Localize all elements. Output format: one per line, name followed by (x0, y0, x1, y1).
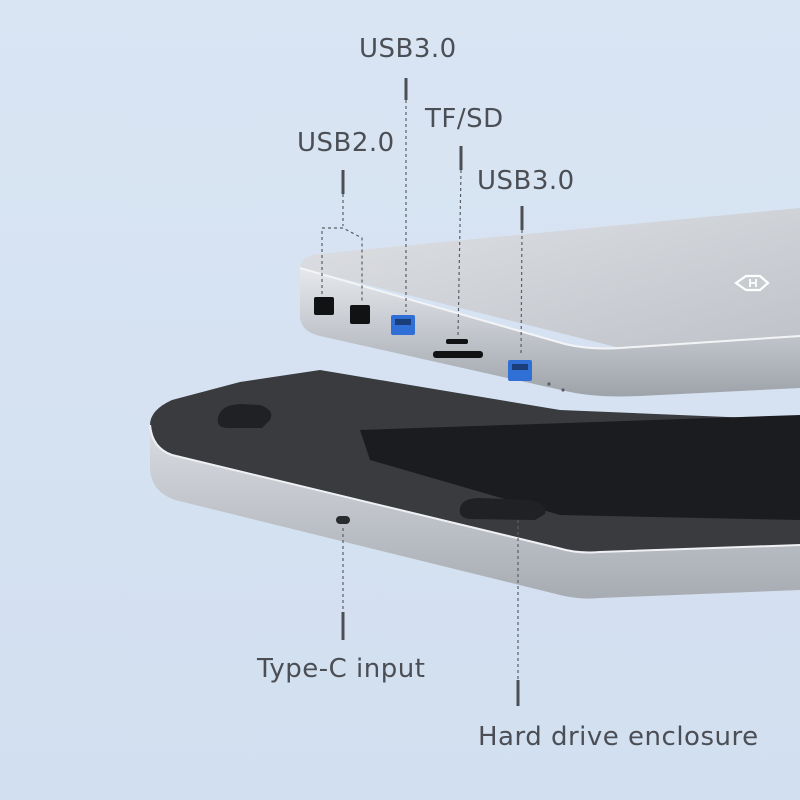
rubber-foot-right (459, 498, 546, 520)
usb3-port-2 (508, 360, 532, 381)
callout-lines (321, 78, 524, 706)
hub-unit (299, 208, 800, 397)
hub-edge-highlight (299, 267, 800, 350)
hub-front-face (300, 268, 800, 397)
hub-top-surface (300, 208, 800, 348)
sd-card-slot (433, 351, 483, 358)
label-usb3-right: USB3.0 (477, 166, 575, 196)
rubber-foot-left (217, 404, 272, 428)
label-tf-sd: TF/SD (425, 104, 504, 134)
drive-bay (360, 415, 800, 520)
indicator-dot (561, 388, 565, 392)
indicator-dot (547, 382, 551, 386)
brand-logo-icon (734, 274, 770, 292)
usb2-port-2 (350, 305, 370, 324)
type-c-port (336, 516, 350, 524)
label-hard-drive-enclosure: Hard drive enclosure (478, 722, 759, 752)
hard-drive-enclosure (149, 370, 800, 599)
tf-card-slot (446, 339, 468, 344)
label-type-c-input: Type-C input (257, 654, 426, 684)
label-usb2: USB2.0 (297, 128, 395, 158)
enclosure-edge-highlight (149, 424, 800, 554)
label-usb3-top: USB3.0 (359, 34, 457, 64)
usb2-port-1 (314, 297, 334, 315)
enclosure-frame (150, 425, 800, 599)
